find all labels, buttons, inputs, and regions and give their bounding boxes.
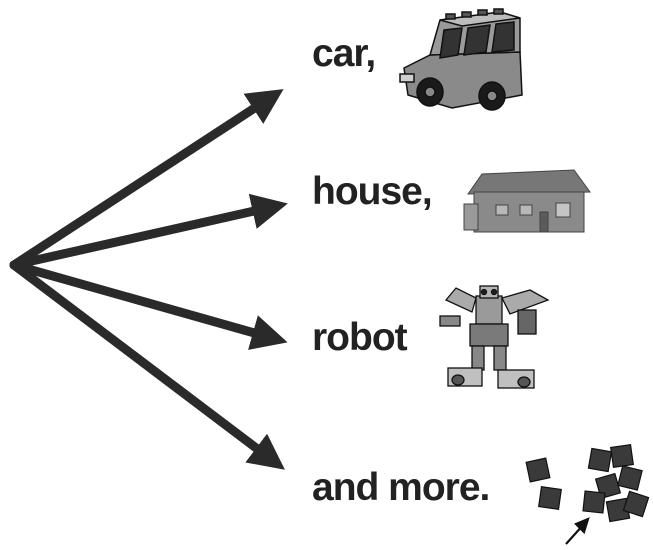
arrow-fan — [9, 89, 288, 470]
pointer-arrow-icon — [565, 517, 590, 545]
label-and-more: and more. — [312, 466, 490, 509]
arrow-to-car — [9, 89, 284, 270]
lego-robot-icon — [439, 285, 550, 389]
arrow-to-more — [9, 260, 285, 470]
lego-house-icon — [463, 169, 591, 233]
lego-car-icon — [399, 8, 523, 111]
arrow-to-house — [9, 193, 288, 270]
label-robot: robot — [312, 316, 408, 359]
arrow-to-robot — [9, 260, 288, 350]
label-car: car, — [312, 32, 376, 75]
loose-bricks-icon — [525, 444, 650, 523]
label-house: house, — [312, 170, 433, 213]
